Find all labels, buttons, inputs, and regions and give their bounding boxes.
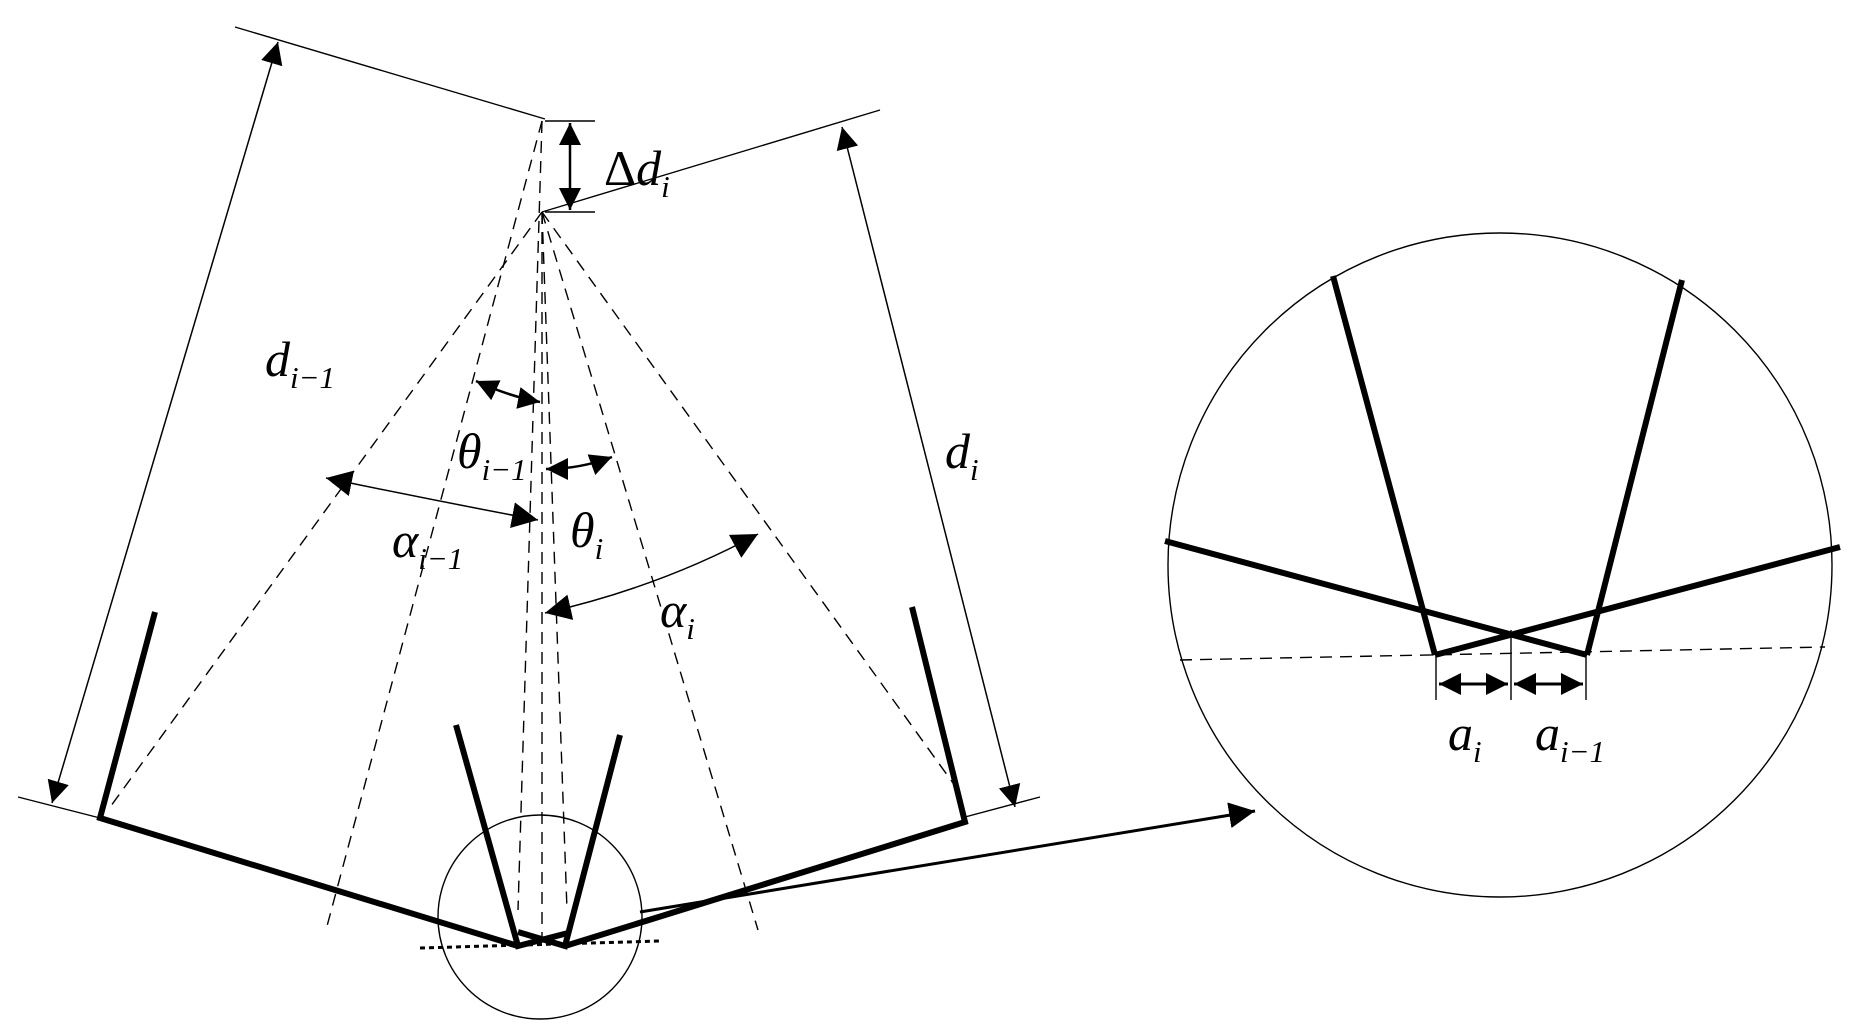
notch-right-wall bbox=[517, 734, 623, 950]
zoom-wing-right bbox=[1434, 544, 1841, 658]
bottom-right-extension-line bbox=[964, 796, 1041, 818]
alpha-prev-arc bbox=[325, 470, 539, 528]
alpha-cur-arc bbox=[544, 533, 759, 620]
label-delta-d: Δdi bbox=[604, 140, 670, 204]
zoom-dashed-base-line bbox=[1179, 646, 1826, 661]
zoom-leader-arrow bbox=[639, 802, 1256, 914]
dashed-ray-mid-right bbox=[541, 211, 759, 931]
label-d-prev: di−1 bbox=[265, 331, 335, 395]
d-prev-dimension-arrow bbox=[47, 41, 283, 804]
label-d-cur: di bbox=[945, 423, 979, 487]
dashed-ray-inner-right bbox=[541, 211, 568, 911]
dashed-ray-mid-left bbox=[325, 120, 543, 931]
dotted-base-line bbox=[419, 939, 661, 950]
profile-left bbox=[96, 611, 519, 949]
theta-prev-arc bbox=[475, 379, 541, 409]
dashed-ray-inner-left bbox=[517, 120, 543, 911]
dashed-ray-outer-left bbox=[107, 211, 543, 811]
label-a-prev: ai−1 bbox=[1535, 705, 1605, 769]
label-alpha-cur: αi bbox=[660, 582, 695, 646]
detail-circle-small bbox=[437, 814, 643, 1020]
label-theta-prev: θi−1 bbox=[457, 423, 527, 487]
label-theta-cur: θi bbox=[570, 502, 603, 566]
theta-cur-arc bbox=[545, 454, 613, 480]
label-a-cur: ai bbox=[1448, 705, 1482, 769]
profile-right bbox=[564, 606, 969, 949]
bottom-left-extension-line bbox=[17, 796, 101, 819]
zoom-notch-left-wall bbox=[1330, 275, 1438, 656]
dashed-ray-outer-right bbox=[541, 211, 959, 791]
d-cur-dimension-arrow bbox=[836, 126, 1021, 808]
top-right-extension-line bbox=[541, 109, 881, 213]
zoom-wing-left bbox=[1164, 538, 1588, 658]
zoom-notch-right-wall bbox=[1584, 279, 1685, 656]
label-alpha-prev: αi−1 bbox=[392, 512, 463, 576]
detail-circle-zoom bbox=[1167, 232, 1833, 898]
notch-left-wall bbox=[453, 724, 569, 950]
top-left-extension-line bbox=[234, 26, 546, 120]
